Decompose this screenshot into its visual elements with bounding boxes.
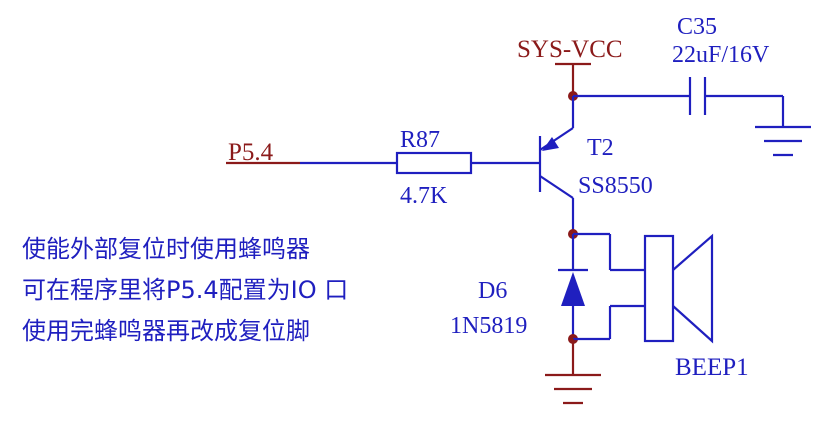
- ground-symbol-bottom: [545, 339, 601, 405]
- diode-ref-label: D6: [478, 278, 507, 304]
- res-value-label: 4.7K: [400, 183, 448, 209]
- buzzer-beep1: [643, 233, 714, 344]
- ground-symbol-cap: [755, 125, 811, 157]
- transistor-ref-label: T2: [587, 135, 614, 161]
- buzzer-ref-label: BEEP1: [675, 354, 749, 381]
- note-line: 使能外部复位时使用蜂鸣器: [22, 235, 310, 263]
- annotation-notes: 使能外部复位时使用蜂鸣器 可在程序里将P5.4配置为IO 口 使用完蜂鸣器再改成…: [22, 235, 348, 345]
- emitter-arrow: [542, 137, 559, 151]
- cap-value-label: 22uF/16V: [672, 42, 770, 68]
- cap-ref-label: C35: [677, 14, 717, 40]
- transistor-part-label: SS8550: [578, 173, 653, 199]
- diode-part-label: 1N5819: [450, 313, 527, 339]
- diode-d6: [558, 234, 588, 339]
- resistor-r87: [395, 151, 473, 175]
- net-label-vcc: SYS-VCC: [517, 36, 623, 63]
- note-line: 使用完蜂鸣器再改成复位脚: [22, 317, 310, 345]
- note-line: 可在程序里将P5.4配置为IO 口: [22, 276, 348, 304]
- res-ref-label: R87: [400, 127, 440, 153]
- buzzer-wiring: [573, 232, 645, 341]
- capacitor-c35: [573, 77, 785, 127]
- vcc-power-port: [555, 62, 591, 96]
- transistor-t2: [538, 96, 575, 234]
- net-label-p54: P5.4: [228, 139, 274, 166]
